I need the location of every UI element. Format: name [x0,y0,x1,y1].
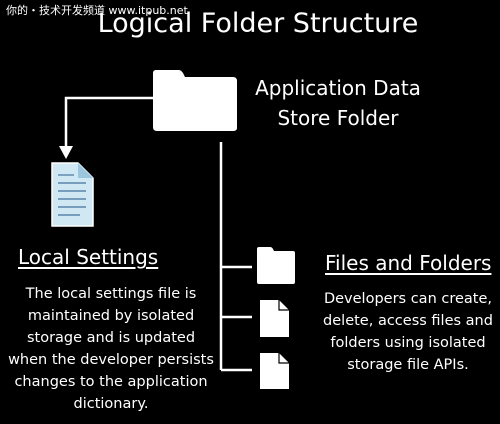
connector-lines [64,96,252,372]
child-file-icon-1 [260,300,289,337]
root-folder-label: Application Data Store Folder [255,76,421,130]
arrow-head-icon [59,146,73,159]
child-folder-icon [257,247,295,284]
root-folder-icon [153,70,237,131]
local-settings-description: The local settings file is maintained by… [8,286,214,412]
child-file-icon-2 [260,353,289,389]
local-settings-heading: Local Settings [18,245,159,269]
files-and-folders-heading: Files and Folders [325,251,492,275]
settings-file-icon [51,162,94,227]
diagram-title: Logical Folder Structure [97,8,419,39]
connector-root-to-local-settings [64,96,153,148]
files-and-folders-description: Developers can create, delete, access fi… [323,291,493,373]
watermark: 你的・技术开发频道 www.itpub.net [6,4,188,17]
